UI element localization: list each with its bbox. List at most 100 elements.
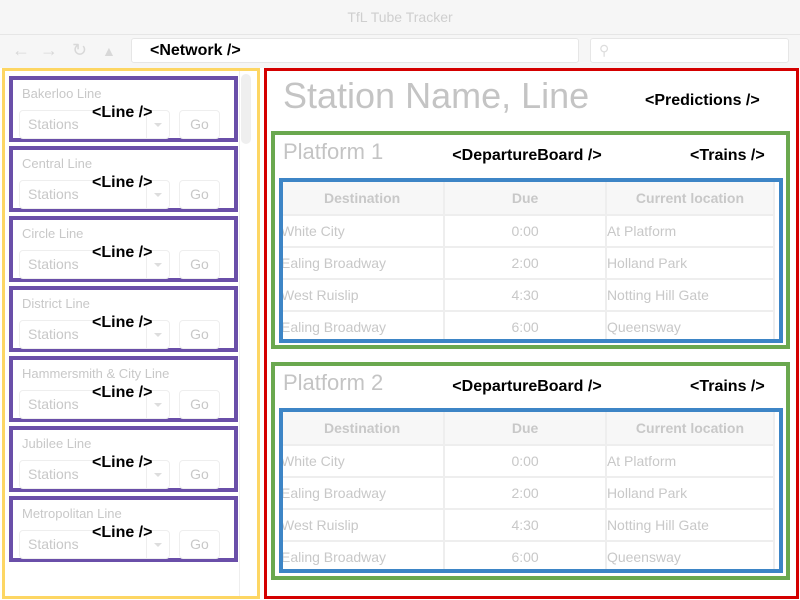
table-cell: Queensway [604,540,776,569]
table-cell: West Ruislip [283,278,446,312]
select-value: Stations [28,116,79,132]
table-cell: White City [283,214,446,248]
line-component: Bakerloo Line Stations Go [9,76,238,142]
chevron-down-icon [146,111,169,138]
stations-select[interactable]: Stations [19,530,170,559]
line-component: District Line Stations Go [9,286,238,352]
table-cell: Queensway [604,310,776,339]
table-cell: Holland Park [604,476,776,510]
trains-label: <Trains /> [690,147,765,164]
line-component: Jubilee Line Stations Go [9,426,238,492]
reload-icon[interactable]: ↻ [72,40,88,60]
table-cell: 2:00 [443,476,607,510]
column-header: Current location [604,182,776,216]
go-button[interactable]: Go [179,180,220,209]
forward-icon[interactable]: → [40,40,58,60]
table-cell: Ealing Broadway [283,310,446,339]
go-button[interactable]: Go [179,320,220,349]
select-value: Stations [28,326,79,342]
line-name: Jubilee Line [22,436,92,451]
column-header: Current location [604,412,776,446]
network-component [2,68,260,599]
chevron-down-icon [146,461,169,488]
stations-select[interactable]: Stations [19,320,170,349]
select-value: Stations [28,466,79,482]
go-button[interactable]: Go [179,530,220,559]
select-value: Stations [28,256,79,272]
table-cell: Notting Hill Gate [604,278,776,312]
line-label: <Line /> [92,314,153,331]
table-cell: Ealing Broadway [283,246,446,280]
select-value: Stations [28,186,79,202]
search-icon: ⚲ [599,42,610,58]
chevron-down-icon [146,531,169,558]
select-value: Stations [28,396,79,412]
table-cell: At Platform [604,444,776,478]
station-name: Station Name, Line [283,75,590,116]
stations-select[interactable]: Stations [19,180,170,209]
table-cell: 2:00 [443,246,607,280]
platform-title: Platform 1 [283,139,384,164]
column-header: Destination [283,182,446,216]
stations-select[interactable]: Stations [19,110,170,139]
column-header: Due [443,182,607,216]
select-value: Stations [28,536,79,552]
window-title: TfL Tube Tracker [0,0,800,35]
line-name: Bakerloo Line [22,86,102,101]
line-name: Metropolitan Line [22,506,122,521]
stations-select[interactable]: Stations [19,250,170,279]
departure-board-component: Platform 2 [271,362,790,580]
scrollbar[interactable] [241,74,251,144]
line-name: Circle Line [22,226,84,241]
stations-select[interactable]: Stations [19,460,170,489]
table-cell: West Ruislip [283,508,446,542]
departure-board-component: Platform 1 [271,131,790,349]
go-button[interactable]: Go [179,390,220,419]
predictions-label: <Predictions /> [645,92,760,109]
table-cell: 0:00 [443,444,607,478]
table-cell: 4:30 [443,278,607,312]
line-component: Hammersmith & City Line Stations Go [9,356,238,422]
line-name: Hammersmith & City Line [22,366,170,381]
go-button[interactable]: Go [179,250,220,279]
column-header: Destination [283,412,446,446]
table-cell: At Platform [604,214,776,248]
table-cell: Ealing Broadway [283,540,446,569]
back-icon[interactable]: ← [12,40,30,60]
network-label: <Network /> [150,42,241,59]
departure-board-label: <DepartureBoard /> [452,378,602,395]
home-icon[interactable]: ▲ [102,43,116,59]
chevron-down-icon [146,391,169,418]
go-button[interactable]: Go [179,110,220,139]
table-cell: Notting Hill Gate [604,508,776,542]
predictions-component [264,68,799,599]
line-name: District Line [22,296,90,311]
table-cell: White City [283,444,446,478]
column-header: Due [443,412,607,446]
line-label: <Line /> [92,384,153,401]
table-cell: 4:30 [443,508,607,542]
address-bar[interactable] [131,38,579,63]
table-cell: 0:00 [443,214,607,248]
line-label: <Line /> [92,244,153,261]
go-button[interactable]: Go [179,460,220,489]
line-component: Metropolitan Line Stations Go [9,496,238,562]
search-input[interactable]: ⚲ [590,38,789,63]
line-label: <Line /> [92,104,153,121]
stations-select[interactable]: Stations [19,390,170,419]
departure-board-label: <DepartureBoard /> [452,147,602,164]
chevron-down-icon [146,321,169,348]
table-cell: 6:00 [443,540,607,569]
table-cell: 6:00 [443,310,607,339]
line-component: Circle Line Stations Go [9,216,238,282]
